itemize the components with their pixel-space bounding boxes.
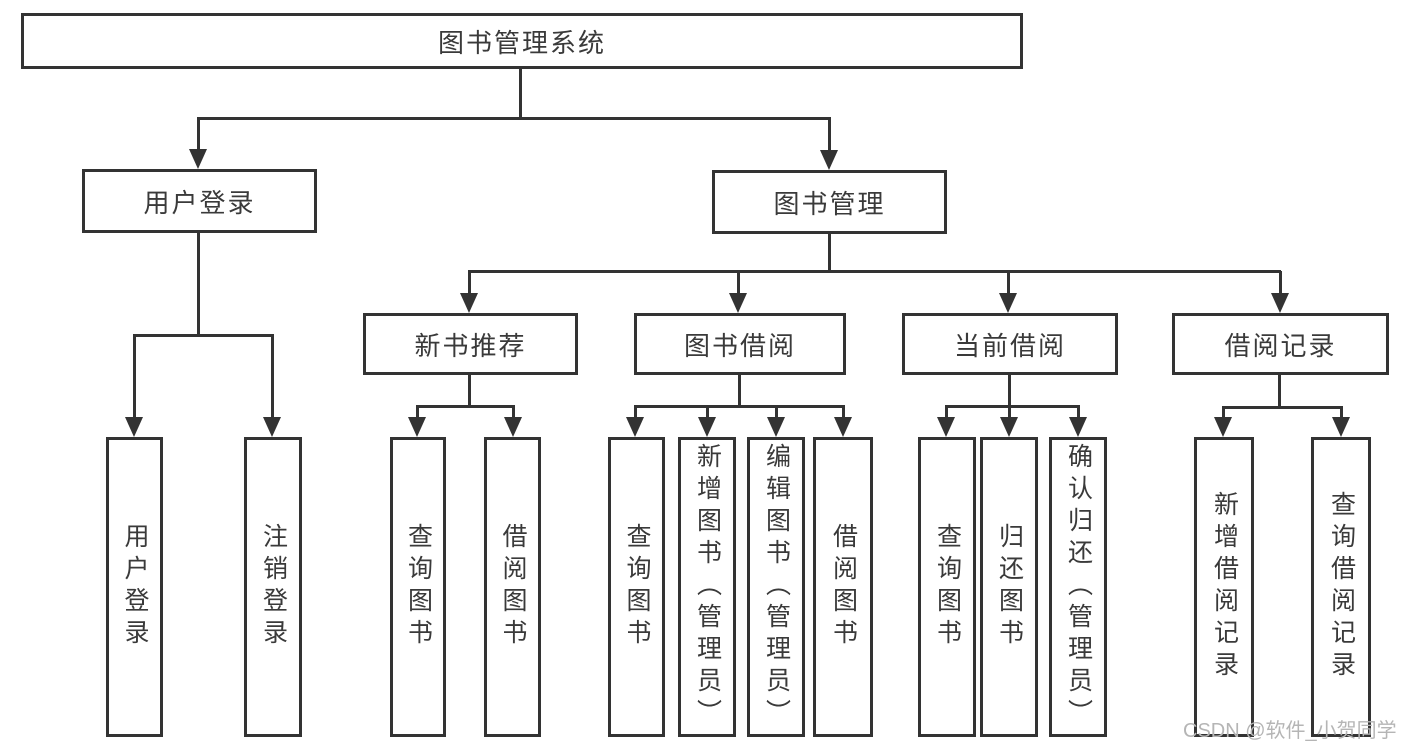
- leaf-label: 查询图书: [933, 523, 962, 651]
- connector-line: [416, 405, 515, 408]
- leaf-query-books-recommend: 查询图书: [390, 437, 446, 737]
- connector-line: [738, 375, 741, 408]
- connector-line: [133, 334, 274, 337]
- leaf-label: 借阅图书: [829, 523, 858, 651]
- arrow-down-icon: [1000, 407, 1018, 437]
- arrow-down-icon: [460, 271, 478, 313]
- leaf-label: 新增图书（管理员）: [693, 443, 722, 731]
- connector-line: [828, 234, 831, 273]
- connector-line: [468, 270, 1281, 273]
- arrow-down-icon: [1069, 407, 1087, 437]
- leaf-label: 用户登录: [121, 523, 149, 651]
- leaf-query-books-current: 查询图书: [918, 437, 976, 737]
- arrow-down-icon: [408, 407, 426, 437]
- node-root: 图书管理系统: [21, 13, 1023, 69]
- connector-line: [634, 405, 845, 408]
- leaf-confirm-return-admin: 确认归还（管理员）: [1049, 437, 1107, 737]
- connector-line: [519, 69, 522, 119]
- connector-line: [1278, 375, 1281, 409]
- arrow-down-icon: [125, 336, 143, 437]
- leaf-logout: 注销登录: [244, 437, 302, 737]
- leaf-borrow-books-recommend: 借阅图书: [484, 437, 541, 737]
- leaf-user-login: 用户登录: [106, 437, 163, 737]
- arrow-down-icon: [999, 271, 1017, 313]
- connector-line: [197, 117, 831, 120]
- arrow-down-icon: [820, 118, 838, 170]
- connector-line: [945, 405, 1080, 408]
- watermark: CSDN @软件_小贺同学: [1183, 720, 1397, 742]
- leaf-label: 查询图书: [623, 523, 651, 651]
- connector-line: [197, 233, 200, 337]
- arrow-down-icon: [698, 407, 716, 437]
- arrow-down-icon: [504, 407, 522, 437]
- node-current-borrowing: 当前借阅: [902, 313, 1118, 375]
- node-new-book-recommendation: 新书推荐: [363, 313, 578, 375]
- arrow-down-icon: [1332, 408, 1350, 437]
- leaf-label: 查询图书: [404, 523, 433, 651]
- arrow-down-icon: [1214, 408, 1232, 437]
- node-book-borrowing: 图书借阅: [634, 313, 846, 375]
- leaf-edit-books-admin: 编辑图书（管理员）: [747, 437, 805, 737]
- leaf-label: 新增借阅记录: [1210, 491, 1239, 683]
- leaf-label: 注销登录: [259, 523, 288, 651]
- leaf-label: 借阅图书: [499, 523, 527, 651]
- connector-line: [1222, 406, 1343, 409]
- leaf-query-books-borrowing: 查询图书: [608, 437, 665, 737]
- node-borrowing-records: 借阅记录: [1172, 313, 1389, 375]
- leaf-label: 编辑图书（管理员）: [762, 443, 791, 731]
- arrow-down-icon: [834, 407, 852, 437]
- leaf-label: 确认归还（管理员）: [1064, 443, 1093, 731]
- leaf-return-books: 归还图书: [980, 437, 1038, 737]
- arrow-down-icon: [937, 407, 955, 437]
- arrow-down-icon: [767, 407, 785, 437]
- leaf-borrow-books-borrowing: 借阅图书: [813, 437, 873, 737]
- arrow-down-icon: [729, 271, 747, 313]
- leaf-add-borrow-record: 新增借阅记录: [1194, 437, 1254, 737]
- arrow-down-icon: [263, 336, 281, 437]
- connector-line: [468, 375, 471, 408]
- node-user-login: 用户登录: [82, 169, 317, 233]
- leaf-label: 归还图书: [995, 523, 1024, 651]
- leaf-label: 查询借阅记录: [1327, 491, 1356, 683]
- connector-line: [1008, 375, 1011, 408]
- node-book-management: 图书管理: [712, 170, 947, 234]
- leaf-query-borrow-record: 查询借阅记录: [1311, 437, 1371, 737]
- arrow-down-icon: [626, 407, 644, 437]
- arrow-down-icon: [189, 118, 207, 169]
- arrow-down-icon: [1271, 271, 1289, 313]
- leaf-add-books-admin: 新增图书（管理员）: [678, 437, 736, 737]
